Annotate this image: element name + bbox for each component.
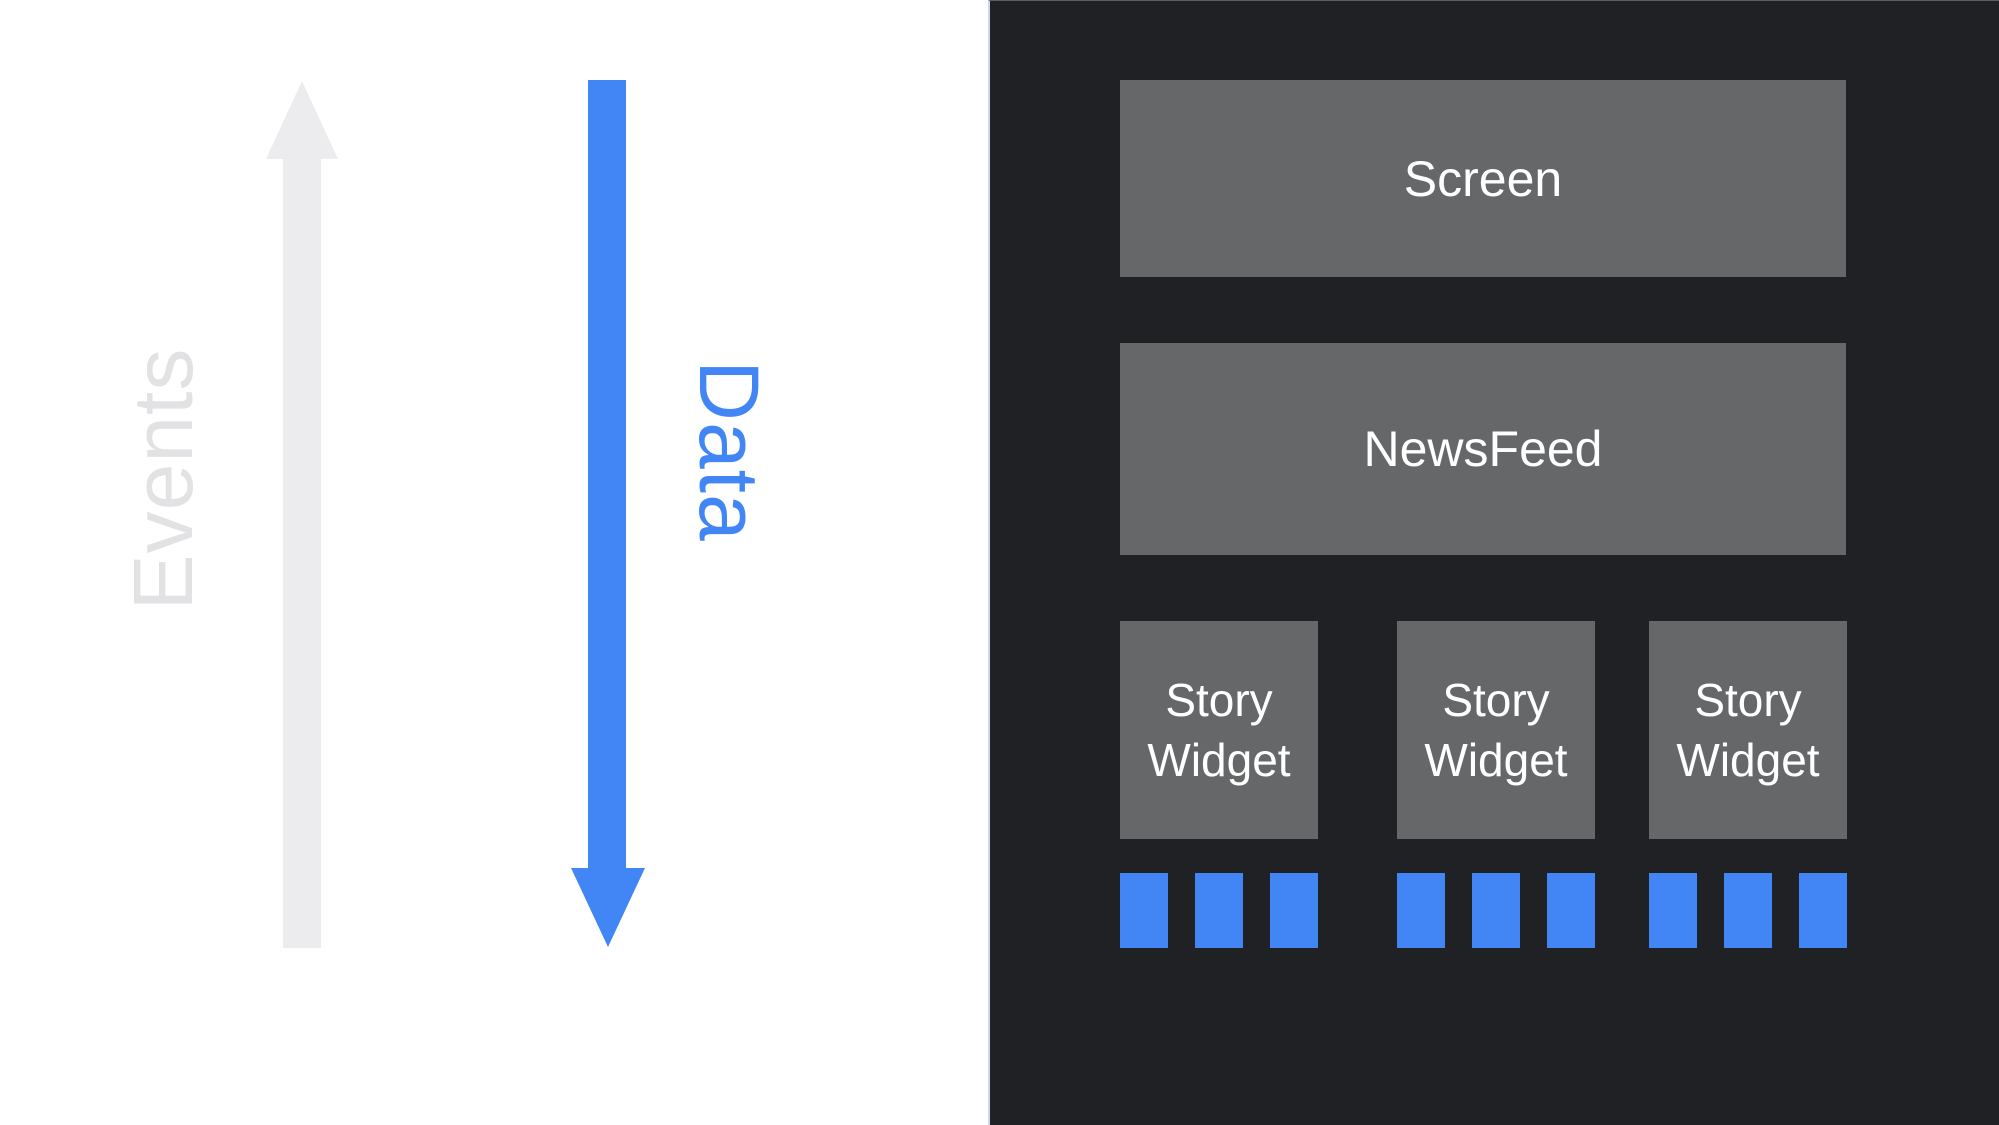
up-arrow-head-icon [266,81,338,159]
state-square [1397,873,1445,948]
state-square [1724,873,1772,948]
story-squares-row [1397,873,1595,948]
screen-label: Screen [1403,150,1563,207]
up-arrow-shaft [283,157,321,948]
down-arrow-shaft [588,80,626,870]
screen-box: Screen [1120,80,1846,277]
story-widget-unit: Story Widget [1120,621,1318,948]
story-widget-unit: Story Widget [1649,621,1847,948]
flow-panel: Events Data [0,0,988,1125]
widget-tree-panel: Screen NewsFeed Story Widget Story Widge… [988,0,1999,1125]
events-label: Events [116,347,210,611]
state-square [1195,873,1243,948]
story-widget-unit: Story Widget [1397,621,1595,948]
state-square [1472,873,1520,948]
story-widget-box: Story Widget [1120,621,1318,839]
state-square [1799,873,1847,948]
state-square [1270,873,1318,948]
newsfeed-label: NewsFeed [1363,421,1603,477]
state-square [1547,873,1595,948]
story-widget-label: Story Widget [1676,674,1820,786]
story-widget-box: Story Widget [1397,621,1595,839]
state-square [1120,873,1168,948]
newsfeed-box: NewsFeed [1120,343,1846,555]
story-widget-label: Story Widget [1424,674,1568,786]
data-label: Data [682,360,776,542]
story-squares-row [1120,873,1318,948]
story-squares-row [1649,873,1847,948]
down-arrow-head-icon [571,868,645,947]
story-widget-label: Story Widget [1147,674,1291,786]
story-widget-box: Story Widget [1649,621,1847,839]
state-square [1649,873,1697,948]
